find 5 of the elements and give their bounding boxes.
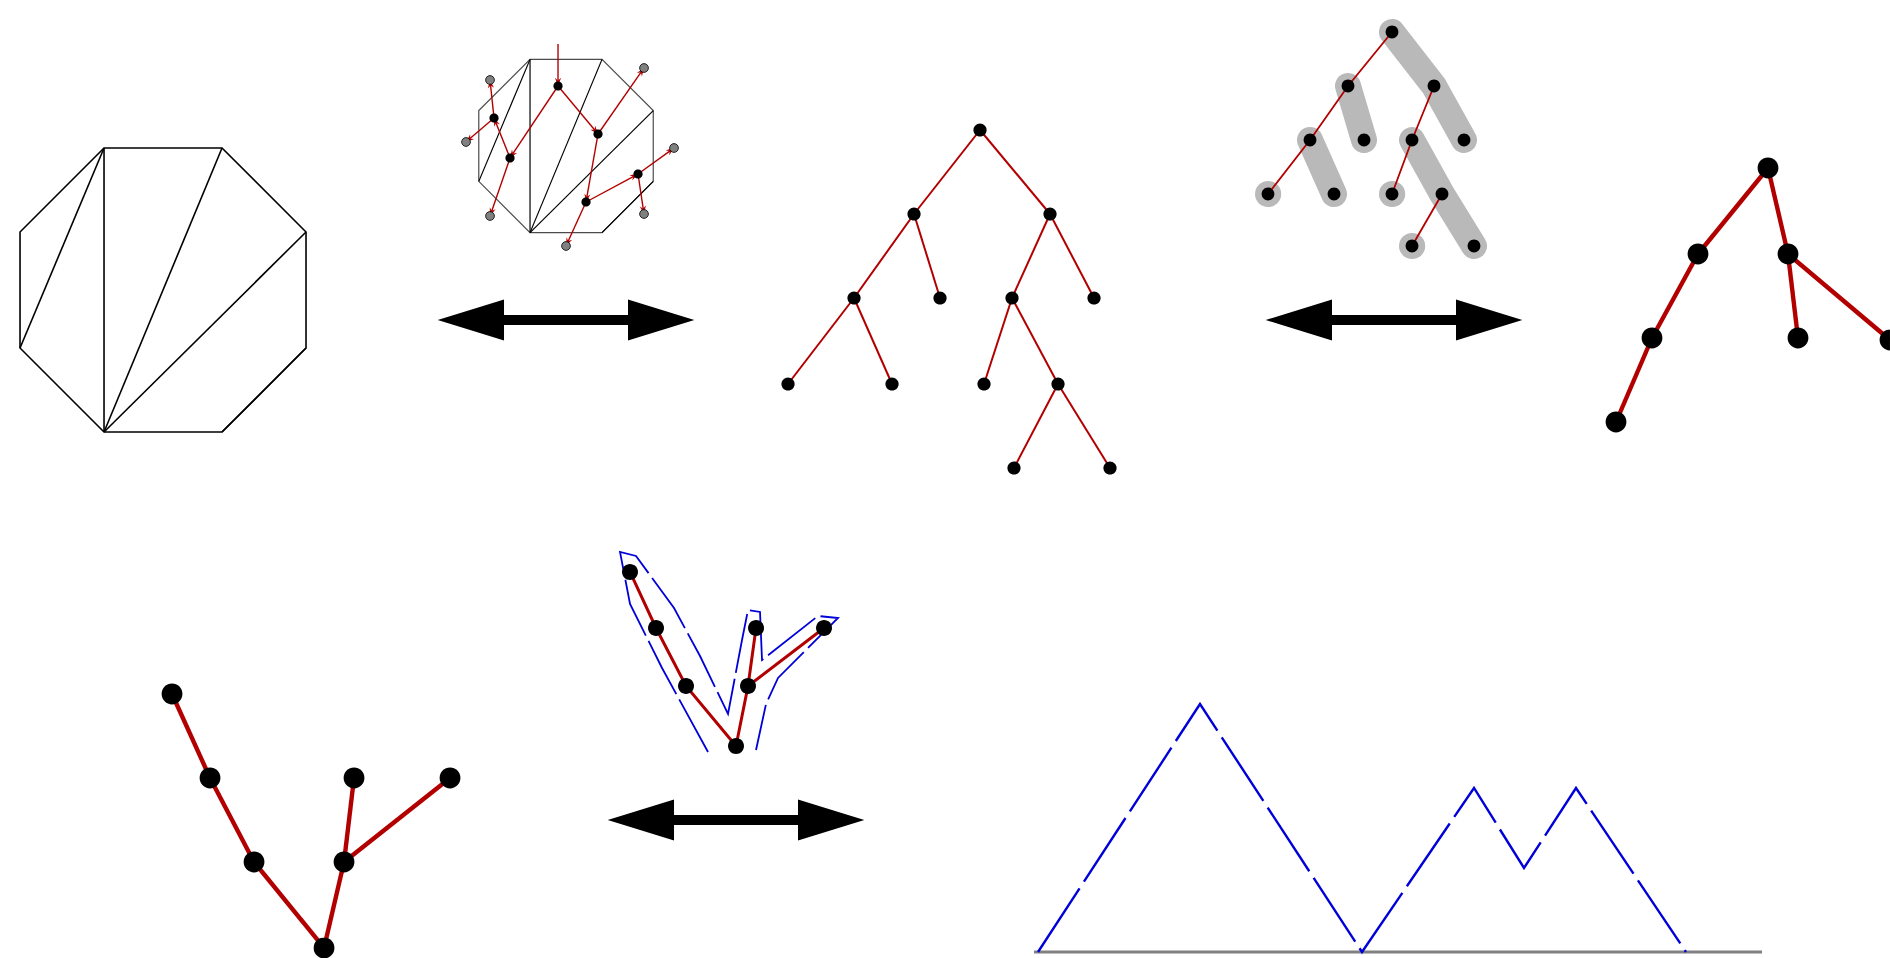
dyck-path-drawing xyxy=(1034,701,1762,955)
binary-tree-drawing xyxy=(781,123,1117,475)
triangulated-octagon-drawing xyxy=(19,147,307,433)
plane-tree-drawing xyxy=(161,683,461,958)
plane-tree-drawing xyxy=(1605,157,1890,433)
